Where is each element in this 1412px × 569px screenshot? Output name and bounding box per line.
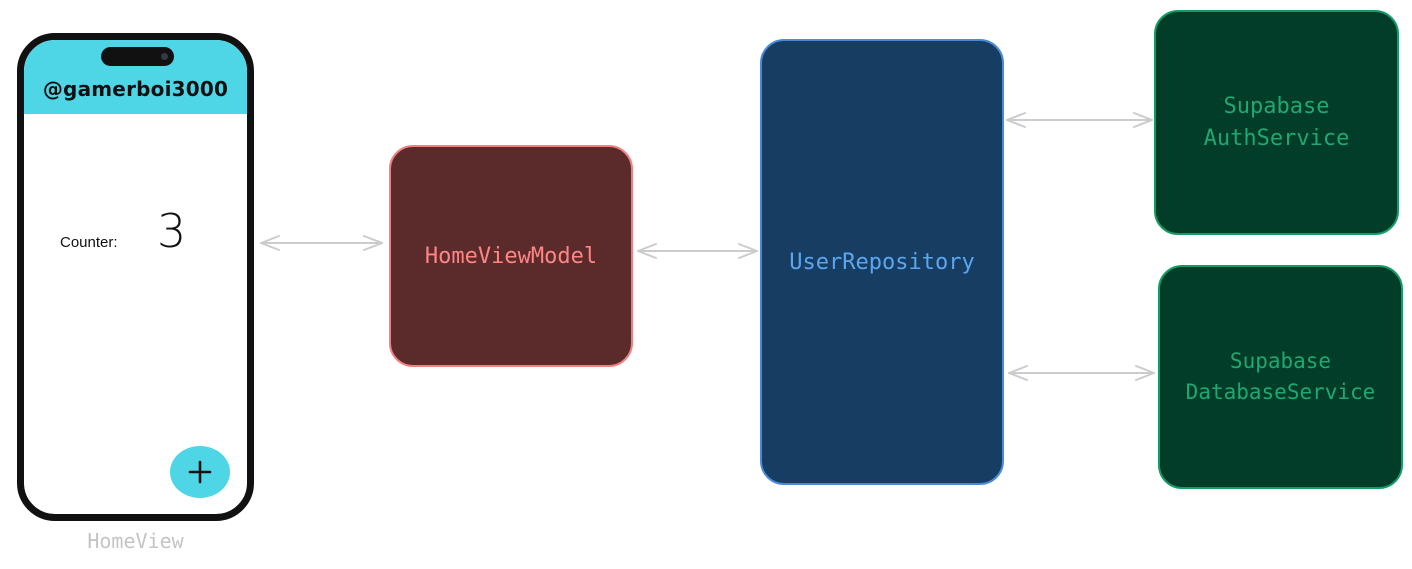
databaseservice-label-line1: Supabase <box>1229 348 1332 373</box>
arrow-viewmodel-repository <box>637 243 758 259</box>
supabase-databaseservice-box: Supabase DatabaseService <box>1158 265 1403 489</box>
counter-value: 3 <box>157 204 187 258</box>
databaseservice-label-line2: DatabaseService <box>1185 380 1376 404</box>
phone-header: @gamerboi3000 <box>24 40 247 114</box>
homeviewmodel-box: HomeViewModel <box>389 145 633 367</box>
arrow-repository-database <box>1008 365 1155 381</box>
phone-mockup: @gamerboi3000 Counter: 3 <box>17 33 254 521</box>
username-title: @gamerboi3000 <box>42 77 229 101</box>
plus-icon <box>188 460 212 484</box>
arrow-repository-auth <box>1006 112 1153 128</box>
homeview-caption: HomeView <box>87 529 184 553</box>
supabase-authservice-box: Supabase AuthService <box>1154 10 1399 235</box>
userrepository-box: UserRepository <box>760 39 1004 485</box>
authservice-label-line2: AuthService <box>1203 125 1350 151</box>
dynamic-island <box>101 47 174 66</box>
counter-label: Counter: <box>60 234 118 251</box>
increment-button[interactable] <box>170 446 230 498</box>
userrepository-label: UserRepository <box>789 249 975 275</box>
arrow-homeview-viewmodel <box>260 235 383 251</box>
camera-icon <box>161 53 168 60</box>
homeviewmodel-label: HomeViewModel <box>424 243 598 269</box>
authservice-label-line1: Supabase <box>1223 93 1330 119</box>
